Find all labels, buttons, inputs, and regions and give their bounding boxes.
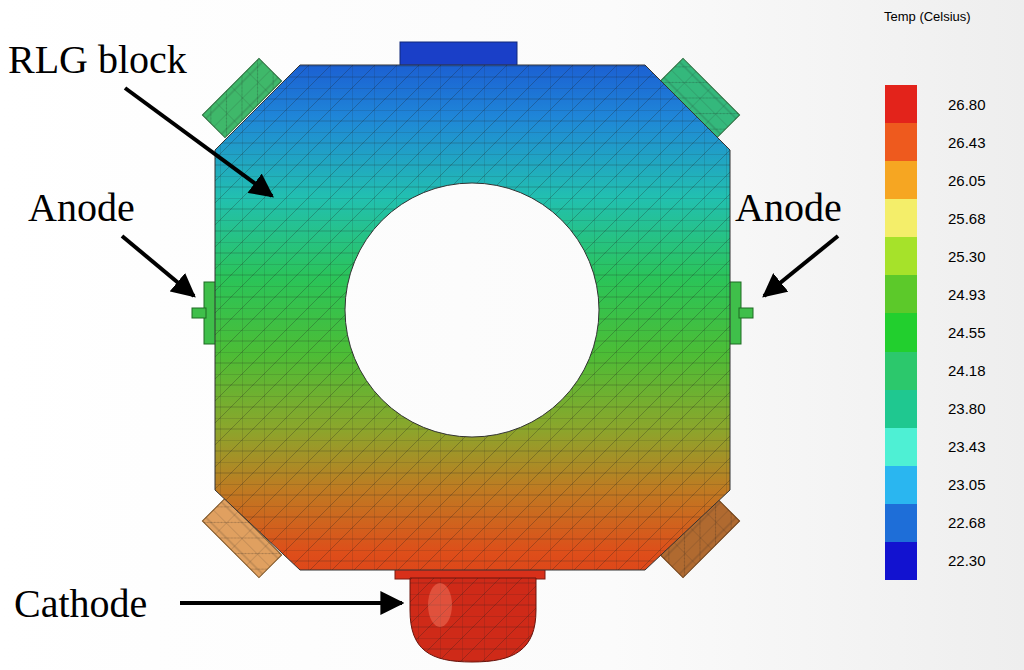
colorbar-value: 26.43 — [948, 135, 986, 150]
rlg-block-body — [215, 65, 730, 570]
part-label: Anode — [735, 188, 842, 228]
colorbar-value: 22.68 — [948, 515, 986, 530]
colorbar-value: 25.68 — [948, 211, 986, 226]
part-label: RLG block — [8, 40, 187, 80]
colorbar-value: 23.43 — [948, 439, 986, 454]
colorbar-swatch — [885, 390, 917, 428]
colorbar-swatch — [885, 199, 917, 237]
colorbar-swatch — [885, 275, 917, 313]
mirror-tab — [202, 58, 739, 577]
colorbar-swatch — [885, 466, 917, 504]
legend-heading: Temp (Celsius) — [884, 10, 971, 23]
colorbar-swatch — [885, 504, 917, 542]
colorbar-value: 24.18 — [948, 363, 986, 378]
colorbar-value: 26.05 — [948, 173, 986, 188]
part-label: Anode — [28, 188, 135, 228]
colorbar-swatch — [885, 237, 917, 275]
leader-arrow — [122, 88, 838, 603]
colorbar-swatch — [885, 352, 917, 390]
colorbar-swatch — [885, 313, 917, 352]
colorbar-value: 26.80 — [948, 97, 986, 112]
colorbar-value: 23.80 — [948, 401, 986, 416]
cathode-dome — [395, 565, 545, 662]
colorbar-value: 25.30 — [948, 249, 986, 264]
colorbar-value: 24.93 — [948, 287, 986, 302]
colorbar-value: 22.30 — [948, 553, 986, 568]
top-tab — [400, 42, 517, 68]
colorbar-value: 23.05 — [948, 477, 986, 492]
colorbar-swatch — [885, 161, 917, 199]
colorbar-value: 24.55 — [948, 325, 986, 340]
colorbar-swatch — [885, 542, 917, 580]
part-label: Cathode — [14, 584, 147, 624]
colorbar-swatch — [885, 85, 917, 123]
colorbar-swatch — [885, 428, 917, 466]
colorbar-swatch — [885, 123, 917, 161]
